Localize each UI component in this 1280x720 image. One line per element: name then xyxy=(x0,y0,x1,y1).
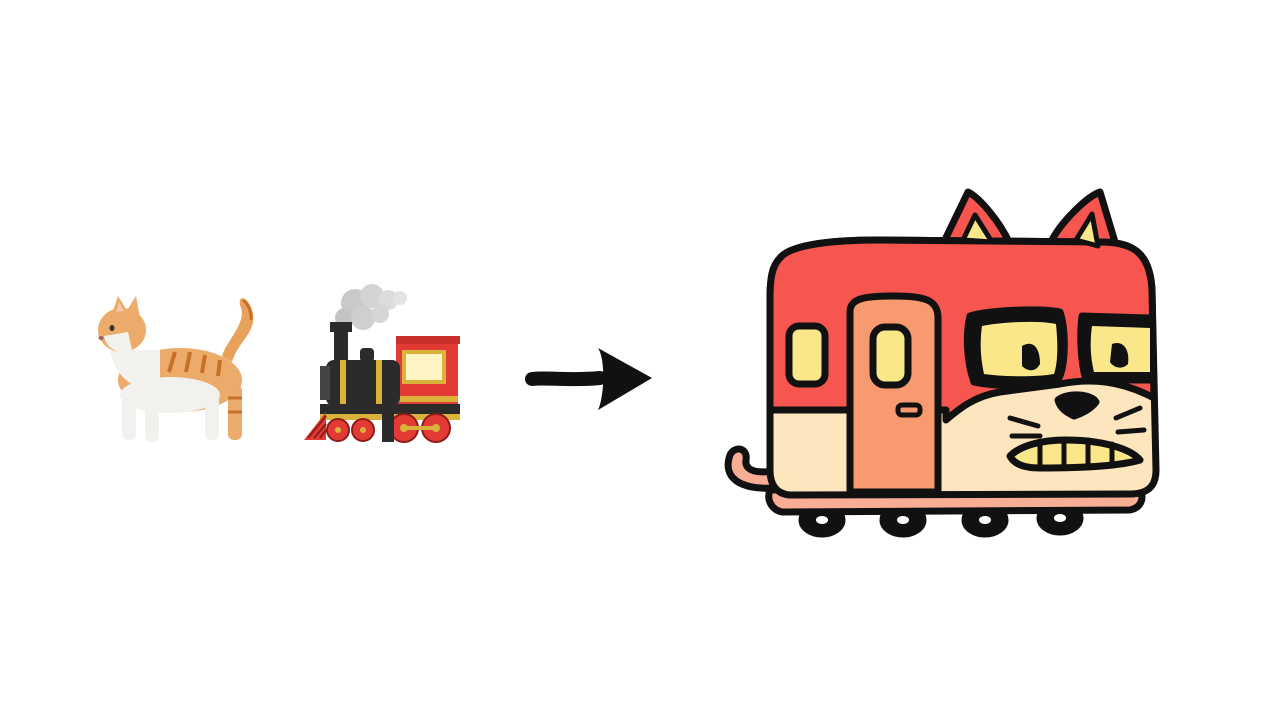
arrow-right-icon xyxy=(525,348,652,410)
cat-emoji-icon xyxy=(98,296,254,442)
cat-train-icon xyxy=(724,188,1160,538)
steam-locomotive-emoji-icon xyxy=(304,284,460,443)
